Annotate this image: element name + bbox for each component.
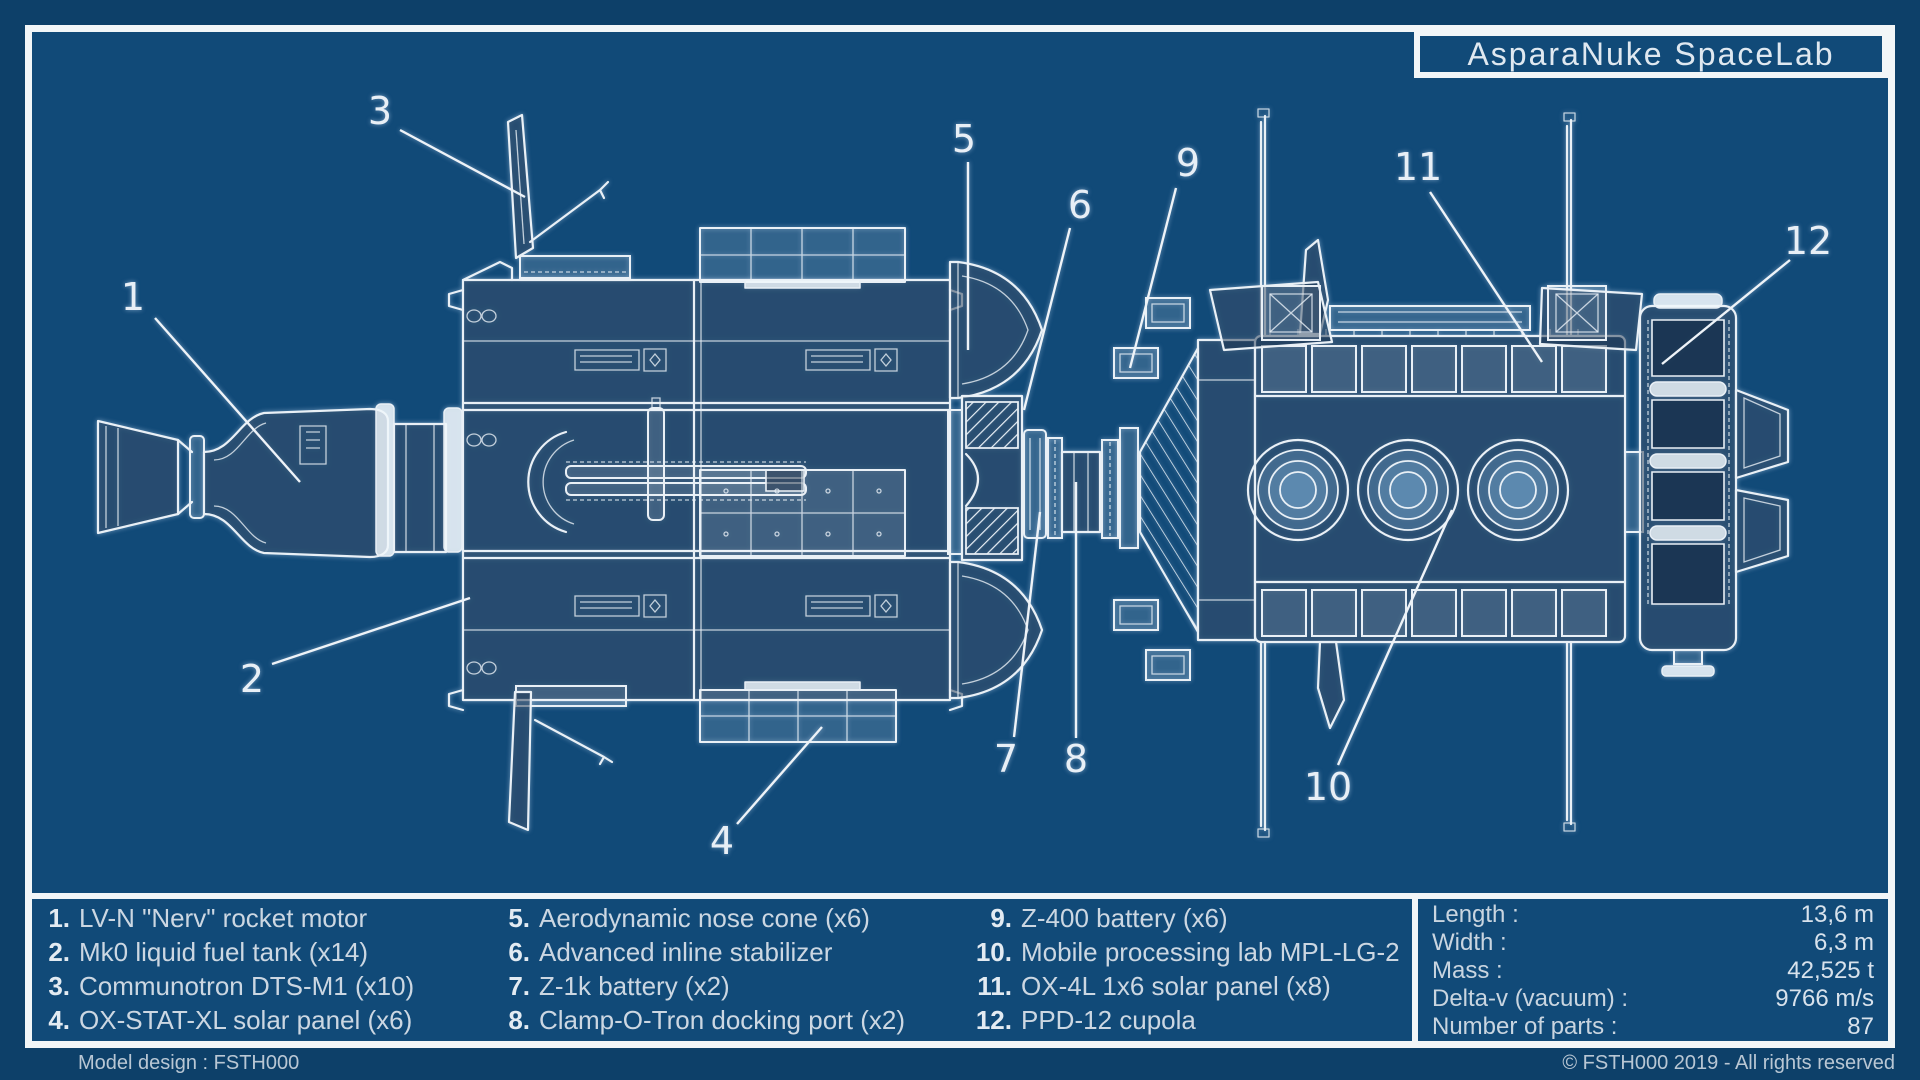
legend-item-number: 1. — [48, 903, 70, 933]
legend-column-2: 5. Aerodynamic nose cone (x6) 6. Advanced … — [478, 901, 905, 1037]
legend-column-3: 9. Z-400 battery (x6) 10. Mobile processin… — [938, 901, 1400, 1037]
legend-item-label: Mobile processing lab MPL-LG-2 — [1021, 937, 1400, 967]
legend-item: 1. LV-N "Nerv" rocket motor — [40, 901, 414, 935]
legend-item-label: OX-STAT-XL solar panel (x6) — [79, 1005, 413, 1035]
legend-item-number: 7. — [508, 971, 530, 1001]
legend-item: 12. PPD-12 cupola — [938, 1003, 1400, 1037]
legend-item-number: 2. — [48, 937, 70, 967]
footer-bar: Model design : FSTH000 © FSTH000 2019 - … — [0, 1048, 1920, 1080]
spec-value: 87 — [1847, 1013, 1874, 1040]
legend-item: 7. Z-1k battery (x2) — [478, 969, 905, 1003]
legend-item: 11. OX-4L 1x6 solar panel (x8) — [938, 969, 1400, 1003]
spec-label: Number of parts : — [1432, 1013, 1618, 1040]
spec-label: Delta-v (vacuum) : — [1432, 985, 1629, 1012]
spec-label: Width : — [1432, 929, 1507, 956]
legend-item: 6. Advanced inline stabilizer — [478, 935, 905, 969]
legend-item-label: LV-N "Nerv" rocket motor — [79, 903, 368, 933]
spec-value: 13,6 m — [1800, 901, 1874, 928]
legend-item-label: PPD-12 cupola — [1021, 1005, 1196, 1035]
specs-box: Length : 13,6 m Width : 6,3 m Mass : 42,525… — [1418, 899, 1888, 1041]
spec-label: Length : — [1432, 901, 1519, 928]
legend-item-number: 12. — [975, 1005, 1012, 1035]
legend-item-label: Z-1k battery (x2) — [539, 971, 730, 1001]
spec-row-deltav: Delta-v (vacuum) : 9766 m/s — [1432, 985, 1874, 1013]
legend-item-label: OX-4L 1x6 solar panel (x8) — [1021, 971, 1331, 1001]
legend-item-label: Mk0 liquid fuel tank (x14) — [79, 937, 369, 967]
legend-item-number: 4. — [48, 1005, 70, 1035]
legend-item-number: 11. — [977, 971, 1012, 1001]
legend-item-number: 10. — [975, 937, 1012, 967]
legend-divider — [32, 893, 1888, 899]
spec-value: 6,3 m — [1813, 929, 1874, 956]
specs-divider — [1412, 899, 1418, 1041]
legend-item-number: 3. — [48, 971, 70, 1001]
footer-copyright: © FSTH000 2019 - All rights reserved — [1562, 1052, 1895, 1074]
legend-item-label: Communotron DTS-M1 (x10) — [79, 971, 415, 1001]
legend-item-number: 9. — [990, 903, 1012, 933]
legend-item-number: 6. — [508, 937, 530, 967]
legend-item: 8. Clamp-O-Tron docking port (x2) — [478, 1003, 905, 1037]
legend-item: 10. Mobile processing lab MPL-LG-2 — [938, 935, 1400, 969]
legend-item-number: 8. — [508, 1005, 530, 1035]
legend-item: 4. OX-STAT-XL solar panel (x6) — [40, 1003, 414, 1037]
legend-item: 9. Z-400 battery (x6) — [938, 901, 1400, 935]
spec-row-mass: Mass : 42,525 t — [1432, 957, 1874, 985]
legend-item-label: Clamp-O-Tron docking port (x2) — [539, 1005, 906, 1035]
legend-item-label: Aerodynamic nose cone (x6) — [539, 903, 870, 933]
spec-row-parts: Number of parts : 87 — [1432, 1013, 1874, 1041]
spec-row-length: Length : 13,6 m — [1432, 901, 1874, 929]
title-box: AsparaNuke SpaceLab — [1414, 32, 1888, 78]
legend-item: 2. Mk0 liquid fuel tank (x14) — [40, 935, 414, 969]
spec-value: 9766 m/s — [1775, 985, 1874, 1012]
legend-item-label: Z-400 battery (x6) — [1021, 903, 1228, 933]
spec-value: 42,525 t — [1787, 957, 1874, 984]
legend-item: 5. Aerodynamic nose cone (x6) — [478, 901, 905, 935]
spec-row-width: Width : 6,3 m — [1432, 929, 1874, 957]
legend-column-1: 1. LV-N "Nerv" rocket motor 2. Mk0 liquid … — [40, 901, 414, 1037]
page-title: AsparaNuke SpaceLab — [1467, 35, 1835, 72]
legend-item: 3. Communotron DTS-M1 (x10) — [40, 969, 414, 1003]
legend-item-number: 5. — [508, 903, 530, 933]
footer-model-design: Model design : FSTH000 — [78, 1052, 300, 1074]
legend-item-label: Advanced inline stabilizer — [539, 937, 833, 967]
spec-label: Mass : — [1432, 957, 1503, 984]
